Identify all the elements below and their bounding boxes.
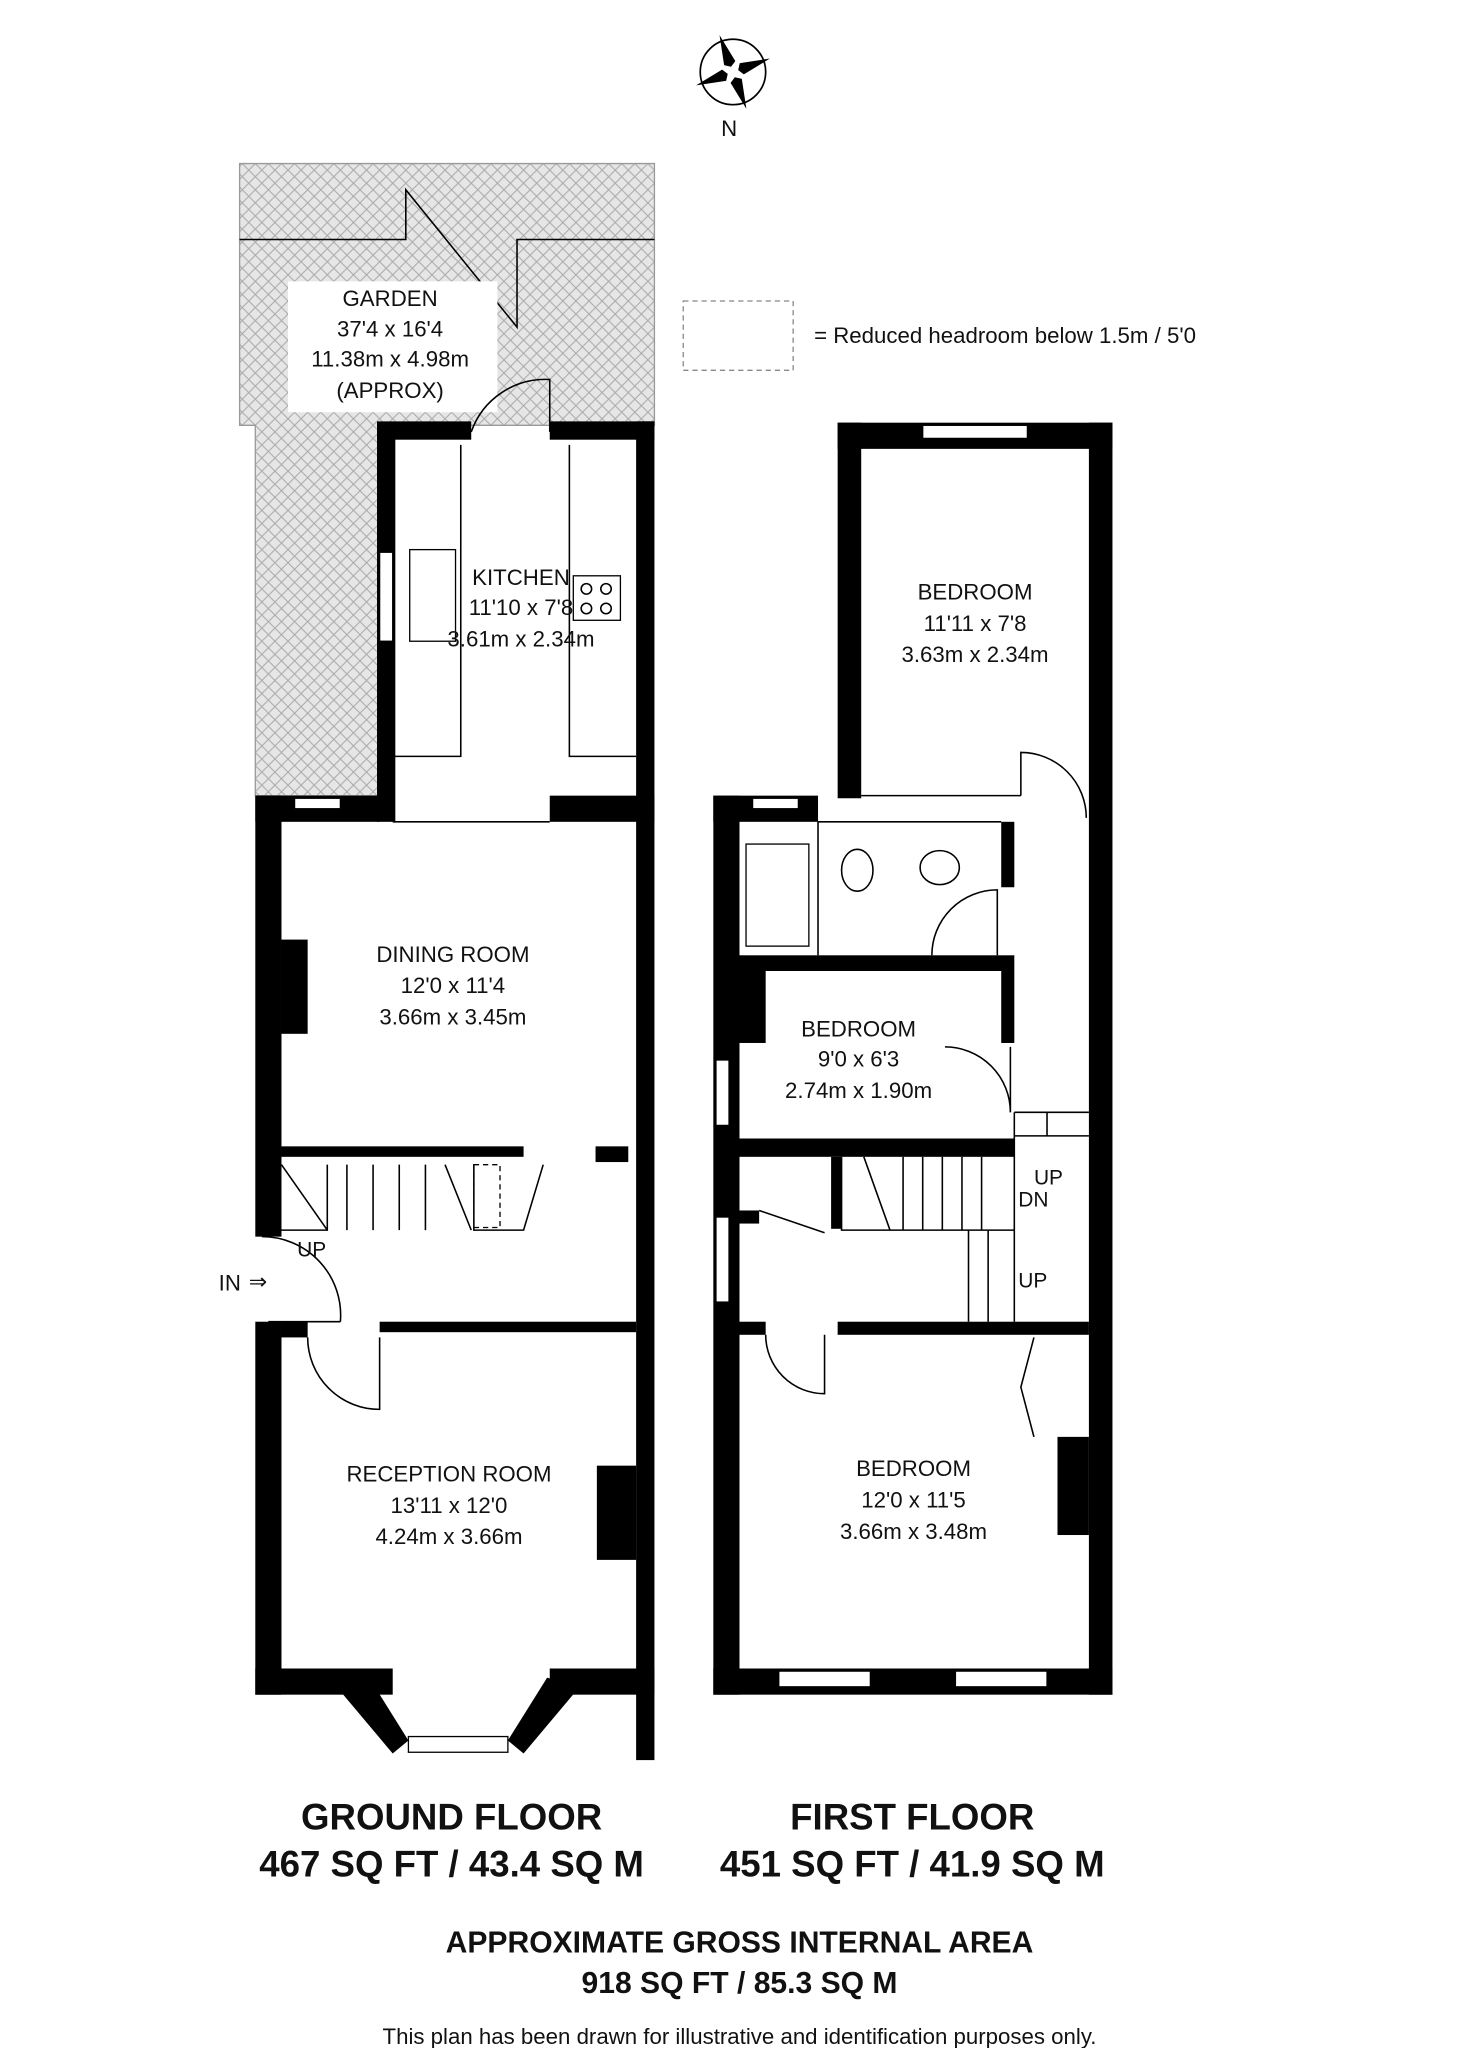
svg-text:4.24m x 3.66m: 4.24m x 3.66m — [375, 1524, 522, 1549]
front-bedroom-label: BEDROOM 12'0 x 11'5 3.66m x 3.48m — [840, 1456, 987, 1544]
svg-text:11.38m x 4.98m: 11.38m x 4.98m — [311, 346, 469, 371]
kitchen-label: KITCHEN 11'10 x 7'8 3.61m x 2.34m — [447, 565, 594, 652]
compass-icon — [696, 35, 770, 109]
svg-text:12'0 x 11'5: 12'0 x 11'5 — [861, 1488, 966, 1513]
ground-floor-walls — [255, 378, 655, 1761]
first-floor-area: 451 SQ FT / 41.9 SQ M — [720, 1844, 1105, 1885]
first-floor-title: FIRST FLOOR — [790, 1796, 1034, 1837]
svg-text:BEDROOM: BEDROOM — [801, 1016, 916, 1041]
entrance-label: IN — [219, 1270, 241, 1295]
ground-floor-title: GROUND FLOOR — [301, 1796, 602, 1837]
svg-text:BEDROOM: BEDROOM — [856, 1456, 971, 1481]
svg-text:GARDEN: GARDEN — [343, 286, 438, 311]
svg-text:3.61m x 2.34m: 3.61m x 2.34m — [447, 626, 594, 651]
svg-text:13'11 x 12'0: 13'11 x 12'0 — [391, 1493, 508, 1518]
first-floor-walls — [713, 422, 1113, 1695]
svg-text:2.74m x 1.90m: 2.74m x 1.90m — [785, 1078, 932, 1103]
entrance-arrow-icon: ⇒ — [249, 1269, 268, 1294]
svg-text:RECEPTION ROOM: RECEPTION ROOM — [346, 1461, 551, 1486]
legend-text: = Reduced headroom below 1.5m / 5'0 — [814, 323, 1196, 348]
small-bedroom-label: BEDROOM 9'0 x 6'3 2.74m x 1.90m — [785, 1016, 932, 1103]
first-stairs-up-lower-label: UP — [1018, 1270, 1047, 1293]
rear-bedroom-label: BEDROOM 11'11 x 7'8 3.63m x 2.34m — [902, 579, 1049, 667]
svg-text:9'0 x 6'3: 9'0 x 6'3 — [818, 1047, 899, 1072]
svg-text:3.66m x 3.48m: 3.66m x 3.48m — [840, 1519, 987, 1544]
first-stairs-up-label: UP — [1034, 1166, 1063, 1189]
gross-area-value: 918 SQ FT / 85.3 SQ M — [582, 1967, 898, 2000]
gross-area-title: APPROXIMATE GROSS INTERNAL AREA — [446, 1926, 1034, 1959]
garden-area — [238, 162, 656, 797]
disclaimer: This plan has been drawn for illustrativ… — [383, 2024, 1097, 2048]
reduced-headroom-legend-swatch — [682, 300, 794, 371]
first-stairs-down-label: DN — [1018, 1189, 1048, 1212]
svg-text:(APPROX): (APPROX) — [336, 378, 443, 403]
svg-text:BEDROOM: BEDROOM — [918, 579, 1033, 604]
svg-text:11'11 x 7'8: 11'11 x 7'8 — [924, 611, 1027, 636]
garden-label: GARDEN 37'4 x 16'4 11.38m x 4.98m (APPRO… — [311, 286, 469, 403]
svg-text:3.66m x 3.45m: 3.66m x 3.45m — [379, 1005, 526, 1030]
reception-room-label: RECEPTION ROOM 13'11 x 12'0 4.24m x 3.66… — [346, 1461, 551, 1549]
svg-text:11'10 x 7'8: 11'10 x 7'8 — [469, 595, 574, 620]
ground-stairs-up-label: UP — [297, 1238, 326, 1261]
svg-text:37'4 x 16'4: 37'4 x 16'4 — [337, 316, 443, 341]
compass-north-label: N — [721, 116, 737, 141]
svg-text:3.63m x 2.34m: 3.63m x 2.34m — [902, 642, 1049, 667]
svg-text:DINING ROOM: DINING ROOM — [376, 942, 529, 967]
kitchen-fittings — [409, 548, 622, 642]
dining-room-label: DINING ROOM 12'0 x 11'4 3.66m x 3.45m — [376, 942, 529, 1030]
svg-text:12'0 x 11'4: 12'0 x 11'4 — [401, 973, 506, 998]
ground-floor-area: 467 SQ FT / 43.4 SQ M — [259, 1844, 644, 1885]
svg-text:KITCHEN: KITCHEN — [472, 565, 570, 590]
